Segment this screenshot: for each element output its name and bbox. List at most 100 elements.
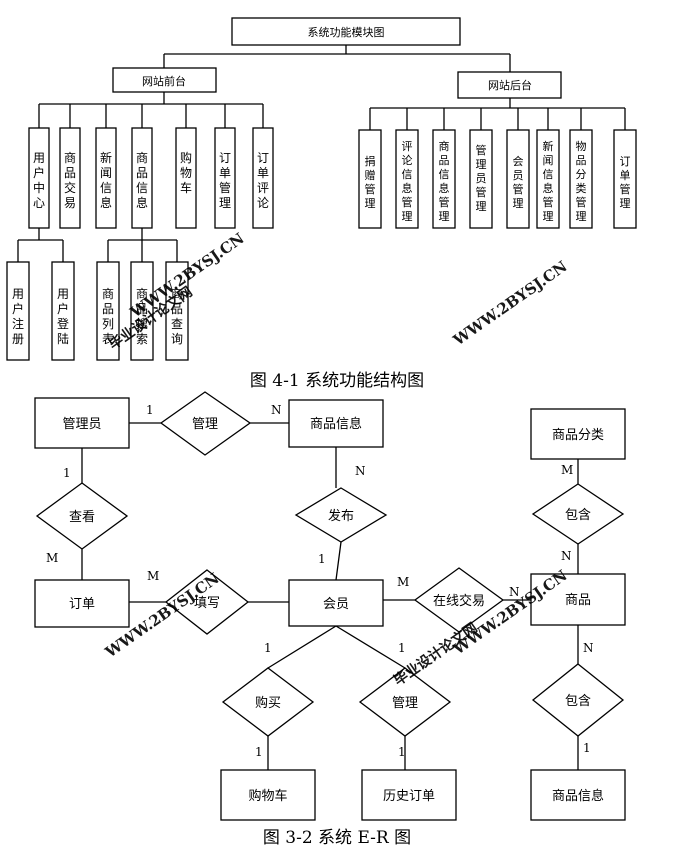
relation-trade [413,567,505,633]
label-product-info: 商品信息 [310,416,362,432]
back-module-6-box [569,129,593,229]
front-module-5-label: 订单管理 [219,151,231,210]
entity-history-order [361,769,457,821]
card-publish-member: 1 [318,552,326,566]
user-center-child-1-label: 用户登陆 [57,287,69,346]
back-module-3-box [469,129,493,229]
label-history-order: 历史订单 [383,789,435,804]
front-module-3-label: 商品信息 [136,150,148,210]
user-center-child-1-box [51,261,75,361]
product-info-child-0-box [96,261,120,361]
back-module-0-box [358,129,382,229]
product-info-child-2-box [165,261,189,361]
entity-cart [220,769,316,821]
front-module-4-label: 购物车 [180,150,192,195]
card-member-trade: M [397,575,409,589]
label-category: 商品分类 [552,428,604,443]
relation-contain-2 [531,663,625,737]
front-module-3-box [131,127,153,229]
entity-product [530,573,626,626]
entity-admin [34,397,130,449]
label-publish: 发布 [328,508,354,524]
card-buy-cart: 1 [255,745,263,759]
card-info-publish: N [355,464,366,478]
label-contain-1: 包含 [565,507,591,523]
card-admin-manage: 1 [146,403,154,417]
label-cart: 购物车 [248,788,287,804]
front-module-1-box [59,127,81,229]
entity-member [288,579,384,627]
product-info-child-1-box [130,261,154,361]
card-manage2-history: 1 [398,745,406,759]
back-module-0-label: 捐赠管理 [365,154,376,210]
entity-product-info-2 [530,769,626,821]
relation-buy [221,667,315,737]
relation-fill [164,569,250,635]
label-admin: 管理员 [62,417,101,432]
back-module-5-label: 新闻信息管理 [543,139,554,223]
front-module-6-label: 订单评论 [257,151,269,210]
card-view-order: M [46,551,58,565]
back-module-2-box [432,129,456,229]
back-module-4-label: 会员管理 [513,155,524,210]
front-module-0-label: 用户中心 [33,151,45,210]
label-product-info-2: 商品信息 [552,788,604,804]
back-module-1-box [395,129,419,229]
relation-view [35,482,129,550]
label-order: 订单 [69,597,95,612]
card-category-contain: M [561,463,573,477]
card-product-contain2: N [583,641,594,655]
back-module-3-label: 管理员管理 [476,143,487,213]
caption-er-diagram: 图 3-2 系统 E-R 图 [263,828,411,848]
front-box [112,67,217,93]
module-diagram: 系统功能模块图 网站前台 网站后台 用户中心 商品交易 新闻信息 商品信息 购物车 订单管… [6,17,637,391]
card-trade-product: N [509,585,520,599]
back-module-7-box [613,129,637,229]
front-module-2-box [95,127,117,229]
back-module-1-label: 评论信息管理 [402,140,413,223]
product-info-child-1-label: 商品搜索 [136,286,148,346]
root-box [231,17,461,46]
root-label: 系统功能模块图 [308,25,385,39]
front-module-1-label: 商品交易 [64,150,76,210]
back-module-7-label: 订单管理 [620,155,631,210]
back-module-4-box [506,129,530,229]
relation-manage [159,391,252,456]
card-admin-view: 1 [63,466,71,480]
relation-manage-2 [358,667,452,737]
back-module-2-label: 商品信息管理 [439,139,450,223]
label-product: 商品 [565,593,591,608]
front-module-2-label: 新闻信息 [100,150,112,210]
label-trade: 在线交易 [433,593,485,609]
front-label: 网站前台 [142,74,186,88]
entity-order [34,579,130,628]
entity-category [530,408,626,460]
label-fill: 填写 [194,596,220,611]
caption-module-diagram: 图 4-1 系统功能结构图 [250,371,424,391]
label-member: 会员 [323,597,349,612]
label-view: 查看 [69,509,95,525]
relation-publish [294,487,388,543]
front-module-6-box [252,127,274,229]
label-contain-2: 包含 [565,693,591,709]
entity-product-info [288,399,384,448]
watermark-site-2: WWW.2BYSJ.CN [449,257,571,350]
front-module-0-box [28,127,50,229]
card-member-manage2: 1 [398,641,406,655]
label-buy: 购买 [255,695,281,711]
card-order-fill: M [147,569,159,583]
back-box [457,71,562,99]
front-module-4-box [175,127,197,229]
card-contain-product: N [561,549,572,563]
front-module-5-box [214,127,236,229]
product-info-child-2-label: 商品查询 [171,286,183,346]
label-manage: 管理 [192,417,218,432]
card-contain2-info: 1 [583,741,591,755]
card-manage-info: N [271,403,282,417]
back-label: 网站后台 [488,78,532,92]
back-module-5-box [536,129,560,229]
relation-contain-1 [531,483,625,545]
user-center-child-0-box [6,261,30,361]
product-info-child-0-label: 商品列表 [102,286,114,346]
